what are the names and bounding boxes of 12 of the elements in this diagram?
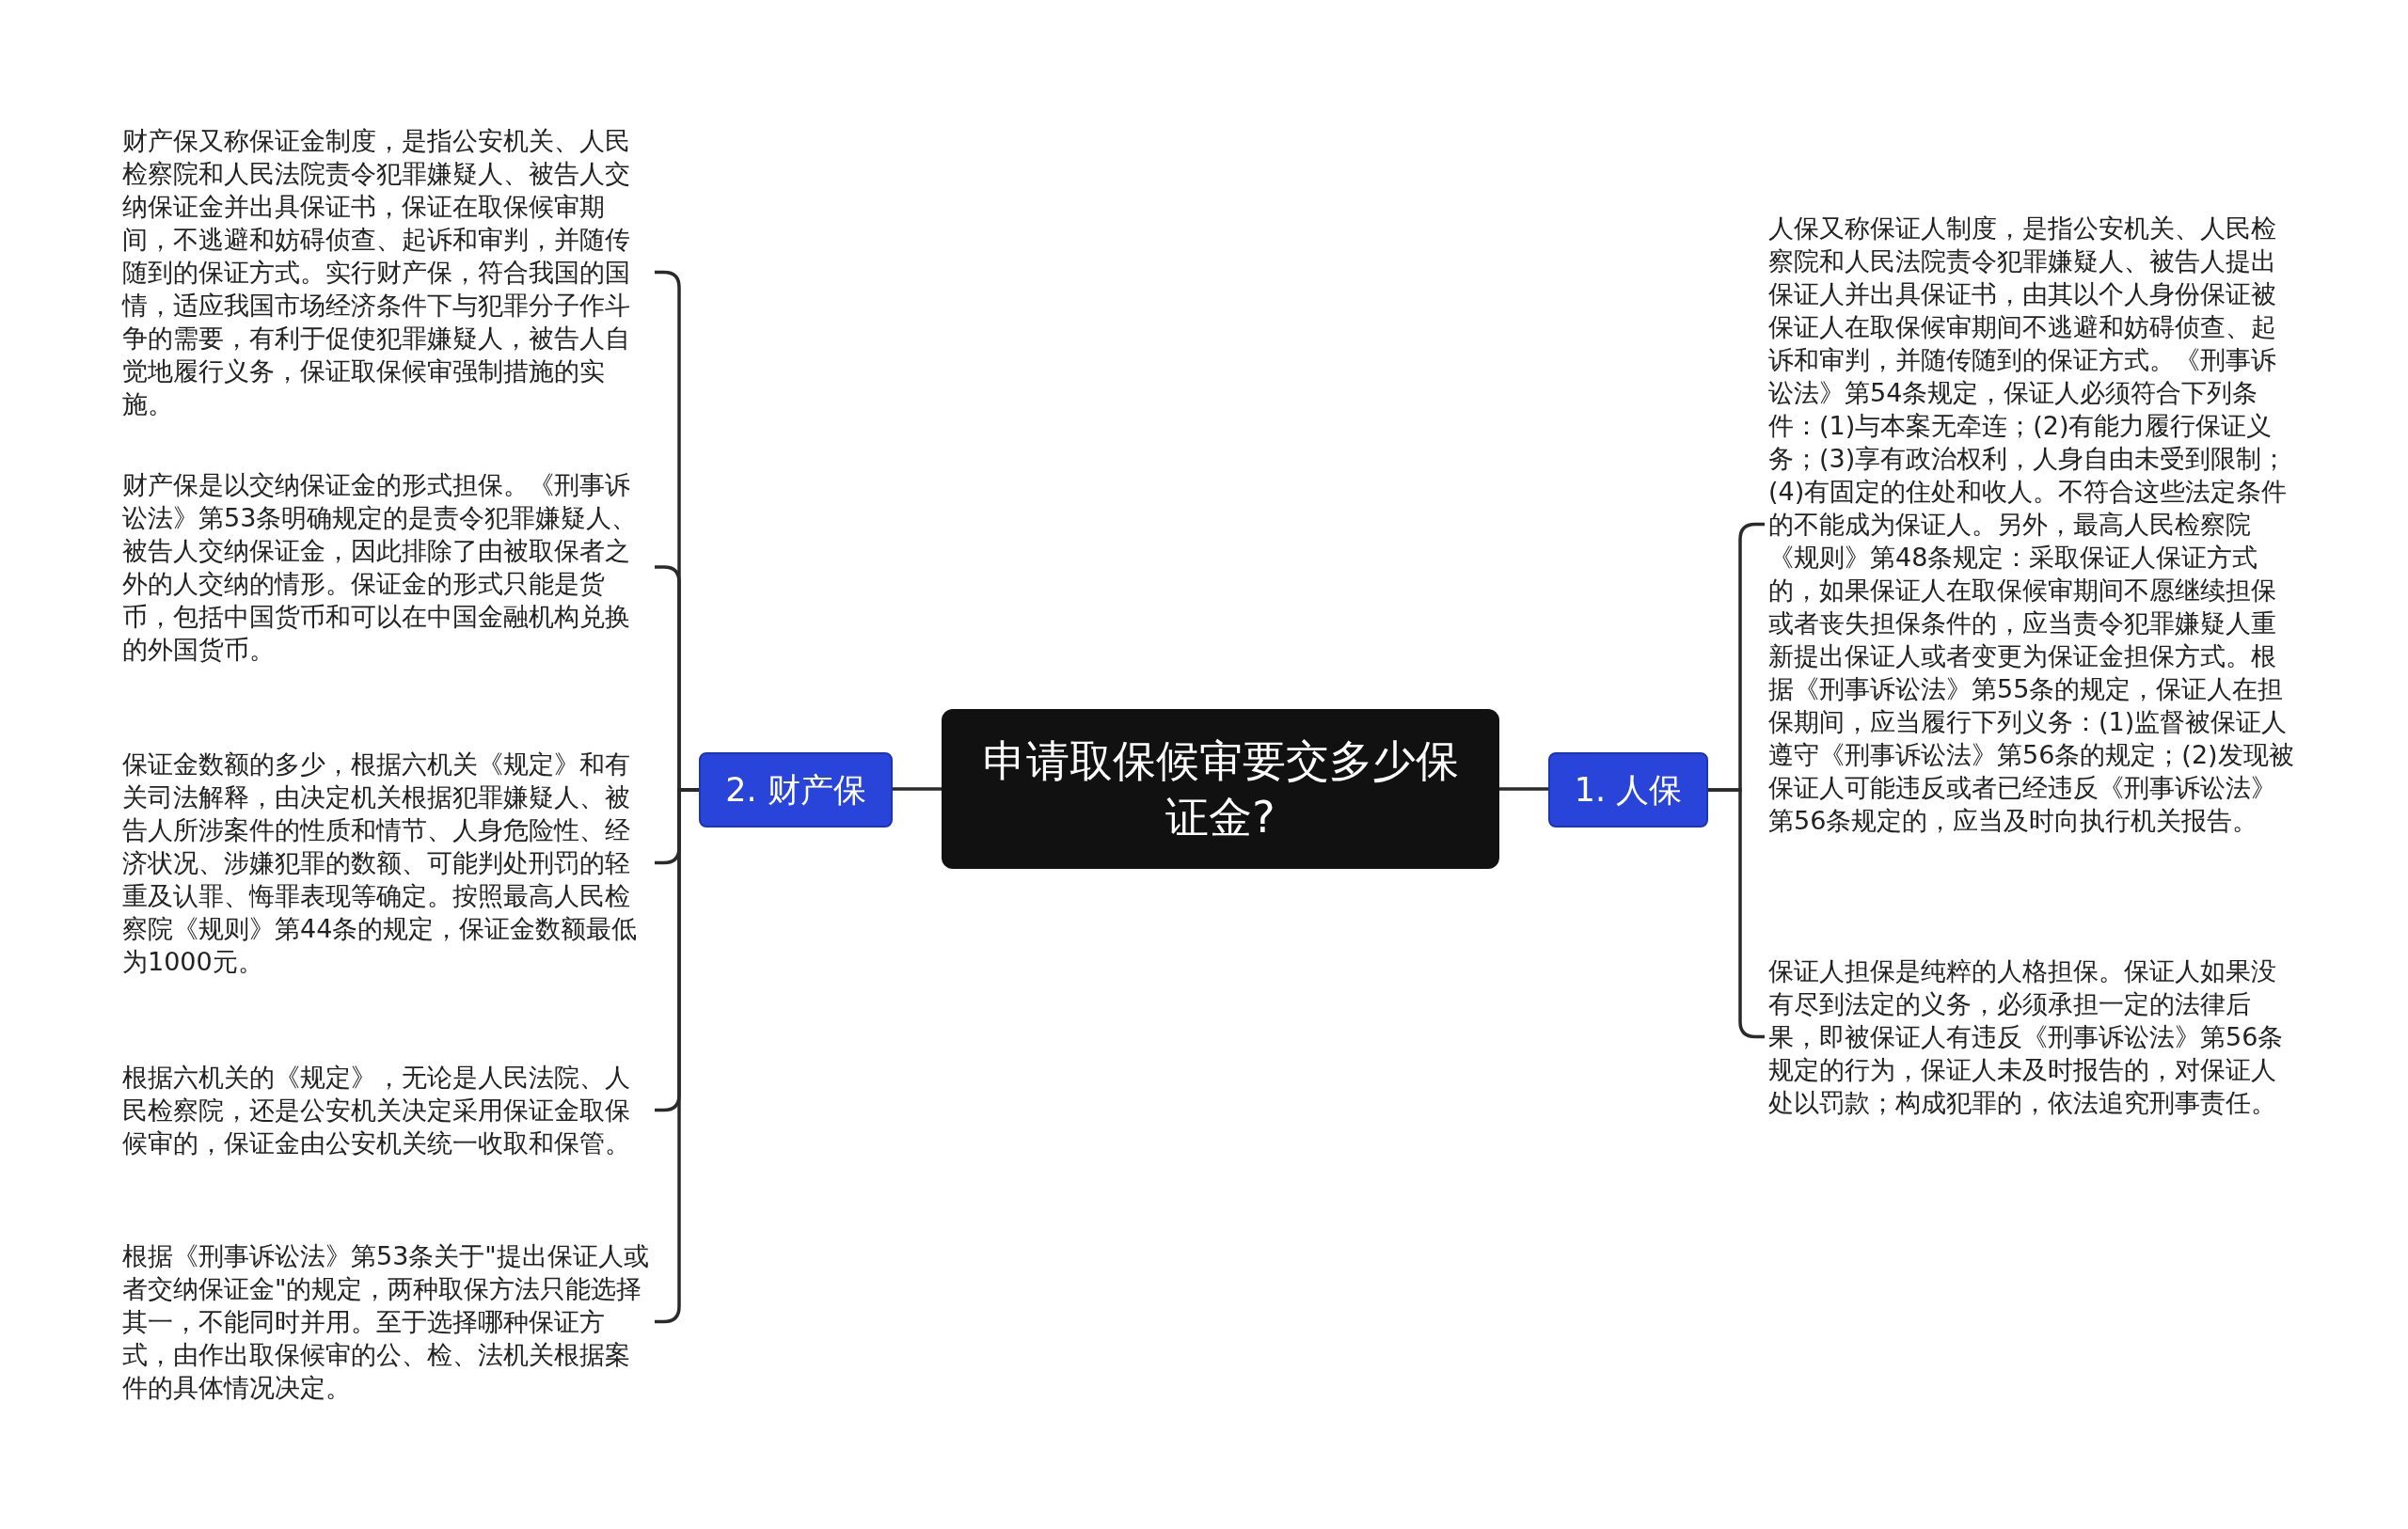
topic-box: 1. 人保 [1548, 752, 1708, 828]
connector-line [893, 787, 942, 791]
paragraph: 财产保又称保证金制度，是指公安机关、人民检察院和人民法院责令犯罪嫌疑人、被告人交纳保证金并出具保证书，保证在取保候审期间，不逃避和妨碍侦查、起诉和审判，并随传随到的保证方式。实行财产保，符合我国的国情，适应我国市场经济条件下与犯罪分子作斗争的需要，有利于促使犯罪嫌疑人，被告人自觉地履行义务，保证取保候审强制措施的实施。 [119, 124, 655, 420]
paragraph: 根据六机关的《规定》，无论是人民法院、人民检察院，还是公安机关决定采用保证金取保候审的，保证金由公安机关统一收取和保管。 [119, 1061, 655, 1159]
paragraph: 人保又称保证人制度，是指公安机关、人民检察院和人民法院责令犯罪嫌疑人、被告人提出保证人并出具保证书，由其以个人身份保证被保证人在取保候审期间不逃避和妨碍侦查、起诉和审判，并随传随到的保证方式。《刑事诉讼法》第54条规定，保证人必须符合下列条件：(1)与本案无牵连；(2)有能力履行保证义务；(3)享有政治权利，人身自由未受到限制；(4)有固定的住处和收人。不符合这些法定条件的不能成为保证人。另外，最高人民检察院《规则》第48条规定：采取保证人保证方式的，如果保证人在取保候审期间不愿继续担保或者丧失担保条件的，应当责令犯罪嫌疑人重新提出保证人或者变更为保证金担保方式。根据《刑事诉讼法》第55条的规定，保证人在担保期间，应当履行下列义务：(1)监督被保证人遵守《刑事诉讼法》第56条的规定；(2)发现被保证人可能违反或者已经违反《刑事诉讼法》第56条规定的，应当及时向执行机关报告。 [1765, 212, 2301, 837]
paragraph: 根据《刑事诉讼法》第53条关于"提出保证人或者交纳保证金"的规定，两种取保方法只能选择其一，不能同时并用。至于选择哪种保证方式，由作出取保候审的公、检、法机关根据案件的具体情况决定。 [119, 1239, 655, 1404]
paragraph: 保证人担保是纯粹的人格担保。保证人如果没有尽到法定的义务，必须承担一定的法律后果，即被保证人有违反《刑事诉讼法》第56条规定的行为，保证人未及时报告的，对保证人处以罚款；构成犯罪的，依法追究刑事责任。 [1765, 954, 2301, 1119]
central-topic-box: 申请取保候审要交多少保证金? [942, 709, 1499, 869]
connector-line [1499, 787, 1548, 791]
topic-box: 2. 财产保 [699, 752, 893, 828]
paragraph: 保证金数额的多少，根据六机关《规定》和有关司法解释，由决定机关根据犯罪嫌疑人、被告人所涉案件的性质和情节、人身危险性、经济状况、涉嫌犯罪的数额、可能判处刑罚的轻重及认罪、悔罪表现等确定。按照最高人民检察院《规则》第44条的规定，保证金数额最低为1000元。 [119, 748, 655, 978]
paragraph: 财产保是以交纳保证金的形式担保。《刑事诉讼法》第53条明确规定的是责令犯罪嫌疑人、被告人交纳保证金，因此排除了由被取保者之外的人交纳的情形。保证金的形式只能是货币，包括中国货币和可以在中国金融机构兑换的外国货币。 [119, 468, 655, 666]
